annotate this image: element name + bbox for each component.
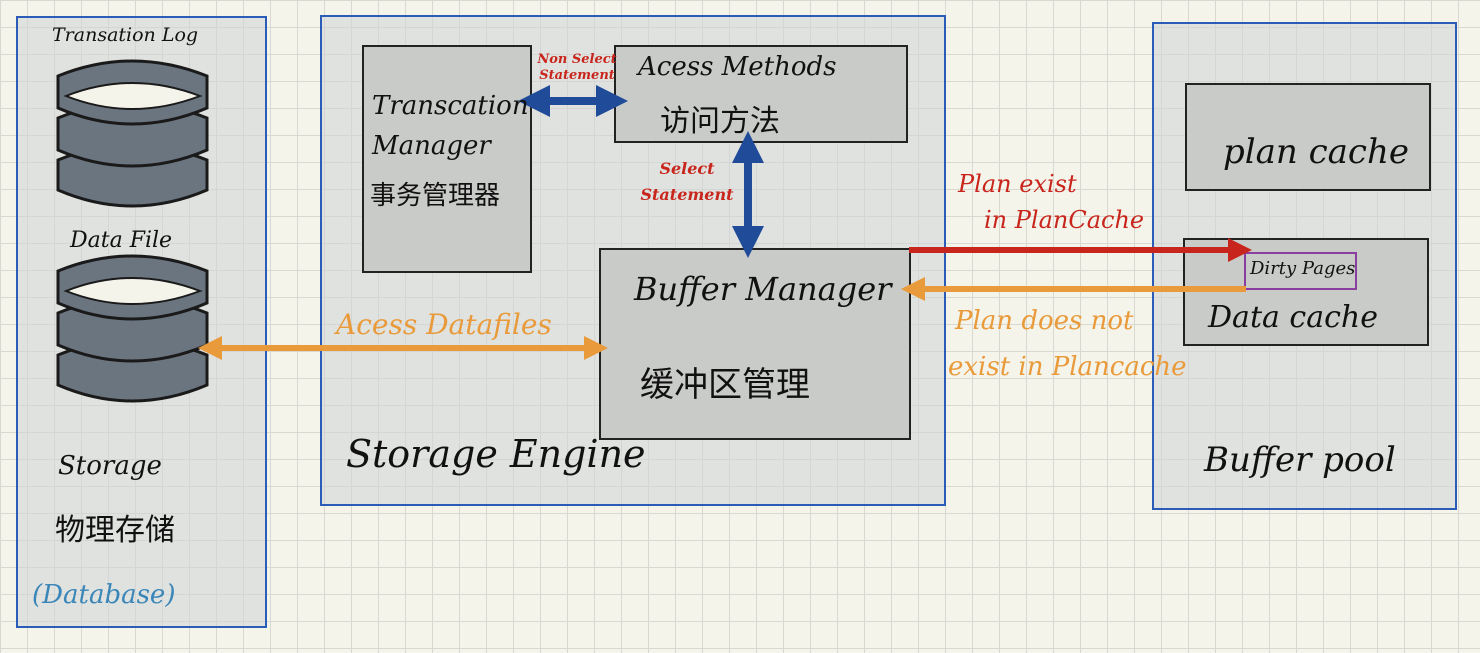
access-methods-label: Acess Methods <box>638 52 837 82</box>
plan-cache-label: plan cache <box>1223 132 1409 172</box>
plan-not-exist-label-1: Plan does not <box>955 306 1134 336</box>
buffer-manager-cn-label: 缓冲区管理 <box>640 365 810 405</box>
transaction-manager-label: Transcation Manager <box>372 91 529 161</box>
buffer-manager-label: Buffer Manager <box>634 270 892 308</box>
plan-not-exist-label-2: exist in Plancache <box>948 352 1187 382</box>
plan-exist-label-1: Plan exist <box>958 170 1077 198</box>
select-label: Select Statement <box>640 159 734 204</box>
data-file-icon <box>56 254 209 403</box>
plan-cache-box <box>1185 83 1431 191</box>
plan-exist-label-2: in PlanCache <box>984 206 1145 234</box>
non-select-label: Non Select Statement <box>537 52 617 83</box>
storage-engine-title: Storage Engine <box>346 432 646 476</box>
access-methods-cn-label: 访问方法 <box>660 104 780 139</box>
transaction-manager-box <box>362 45 532 273</box>
transaction-log-label: Transation Log <box>52 24 199 46</box>
transaction-log-icon <box>56 59 209 208</box>
buffer-pool-title: Buffer pool <box>1204 440 1396 480</box>
dirty-pages-box <box>1244 252 1357 290</box>
storage-label: Storage <box>58 451 162 481</box>
database-label: (Database) <box>32 580 176 610</box>
transaction-manager-cn-label: 事务管理器 <box>370 181 501 211</box>
dirty-pages-label: Dirty Pages <box>1250 258 1356 279</box>
access-datafiles-label: Acess Datafiles <box>336 308 552 341</box>
data-file-label: Data File <box>70 228 173 253</box>
storage-cn-label: 物理存储 <box>55 513 175 548</box>
data-cache-label: Data cache <box>1208 300 1378 335</box>
